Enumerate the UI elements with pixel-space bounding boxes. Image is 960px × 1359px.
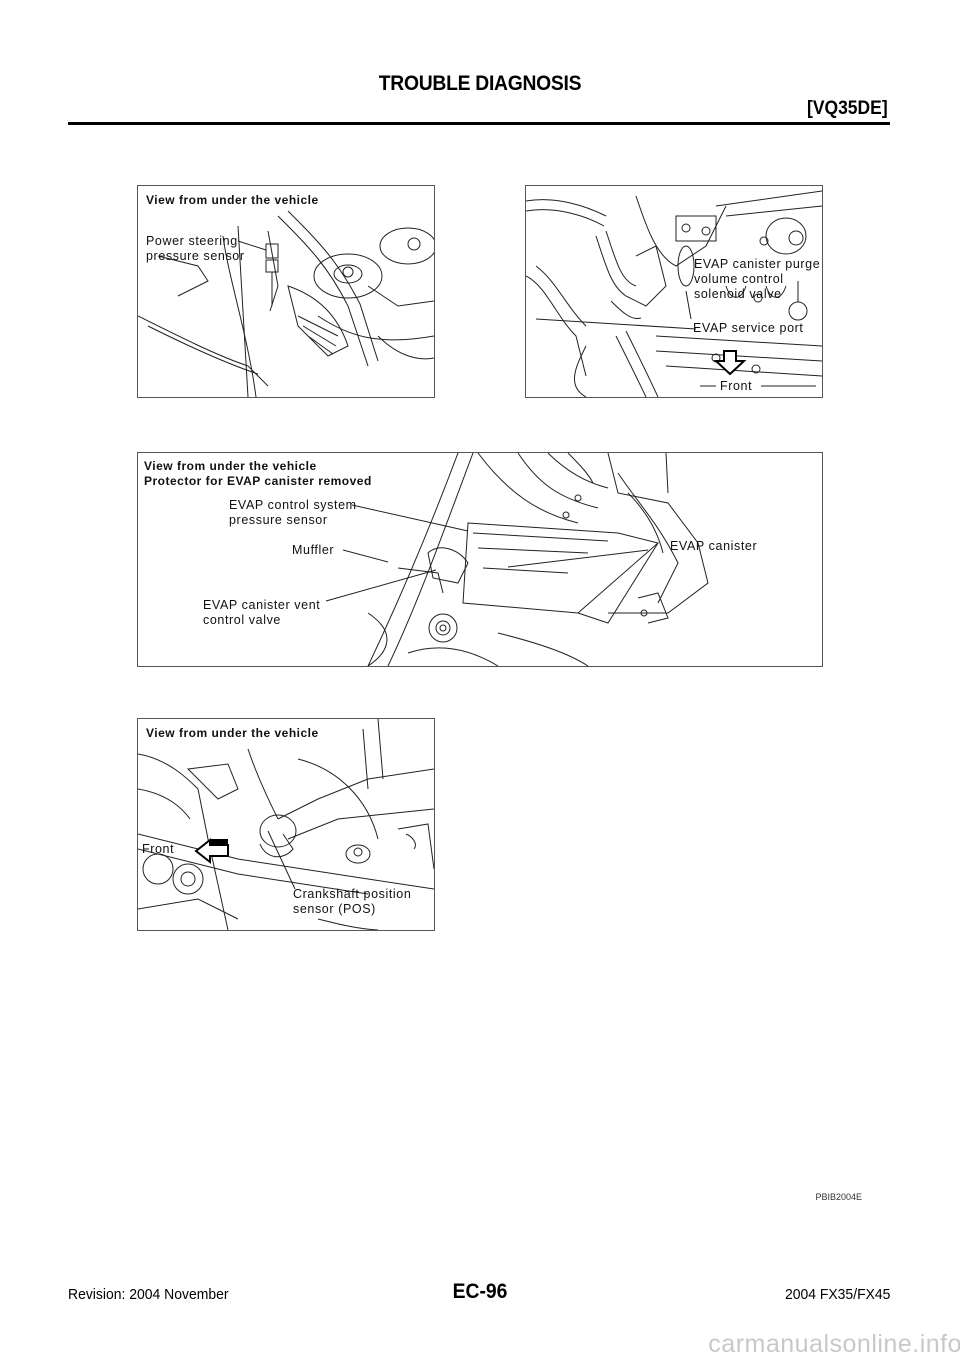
page-title: TROUBLE DIAGNOSIS: [378, 72, 582, 95]
front-label: Front: [720, 379, 753, 393]
vent-valve-label: control valve: [203, 613, 281, 627]
engine-illustration: [138, 719, 434, 930]
component-label: solenoid valve: [694, 287, 782, 301]
view-label: View from under the vehicle: [146, 193, 319, 207]
engine-illustration: [526, 190, 822, 397]
watermark: carmanualsonline.info: [708, 1330, 960, 1358]
view-label: View from under the vehicle: [144, 459, 317, 473]
vent-valve-label: EVAP canister vent: [203, 598, 321, 612]
view-label: View from under the vehicle: [146, 726, 319, 740]
revision-date: Revision: 2004 November: [68, 1286, 229, 1303]
pressure-sensor-label: pressure sensor: [229, 513, 328, 527]
component-label: Crankshaft position: [293, 887, 412, 901]
component-label: EVAP canister purge: [694, 257, 821, 271]
component-label: pressure sensor: [146, 249, 245, 263]
engine-illustration: [138, 210, 434, 397]
figure-code: PBIB2004E: [815, 1192, 862, 1202]
component-label: Power steering: [146, 234, 238, 248]
canister-label: EVAP canister: [670, 539, 758, 553]
figure-evap-purge-valve: EVAP canister purge volume control solen…: [525, 185, 823, 398]
figure-crankshaft-sensor: View from under the vehicle Front Cranks…: [137, 718, 435, 931]
engine-illustration: [367, 453, 709, 666]
page-number: EC-96: [452, 1280, 508, 1303]
note-label: Protector for EVAP canister removed: [144, 474, 372, 488]
muffler-label: Muffler: [292, 543, 335, 557]
component-label: volume control: [694, 272, 784, 286]
figure-power-steering-sensor: View from under the vehicle Power steeri…: [137, 185, 435, 398]
figure-evap-canister: View from under the vehicle Protector fo…: [137, 452, 823, 667]
pressure-sensor-label: EVAP control system: [229, 498, 357, 512]
vehicle-model: 2004 FX35/FX45: [784, 1286, 890, 1303]
engine-code: [VQ35DE]: [807, 98, 888, 119]
header-divider: [68, 122, 890, 125]
front-label: Front: [142, 842, 175, 856]
service-port-label: EVAP service port: [693, 321, 804, 335]
component-label: sensor (POS): [293, 902, 376, 916]
